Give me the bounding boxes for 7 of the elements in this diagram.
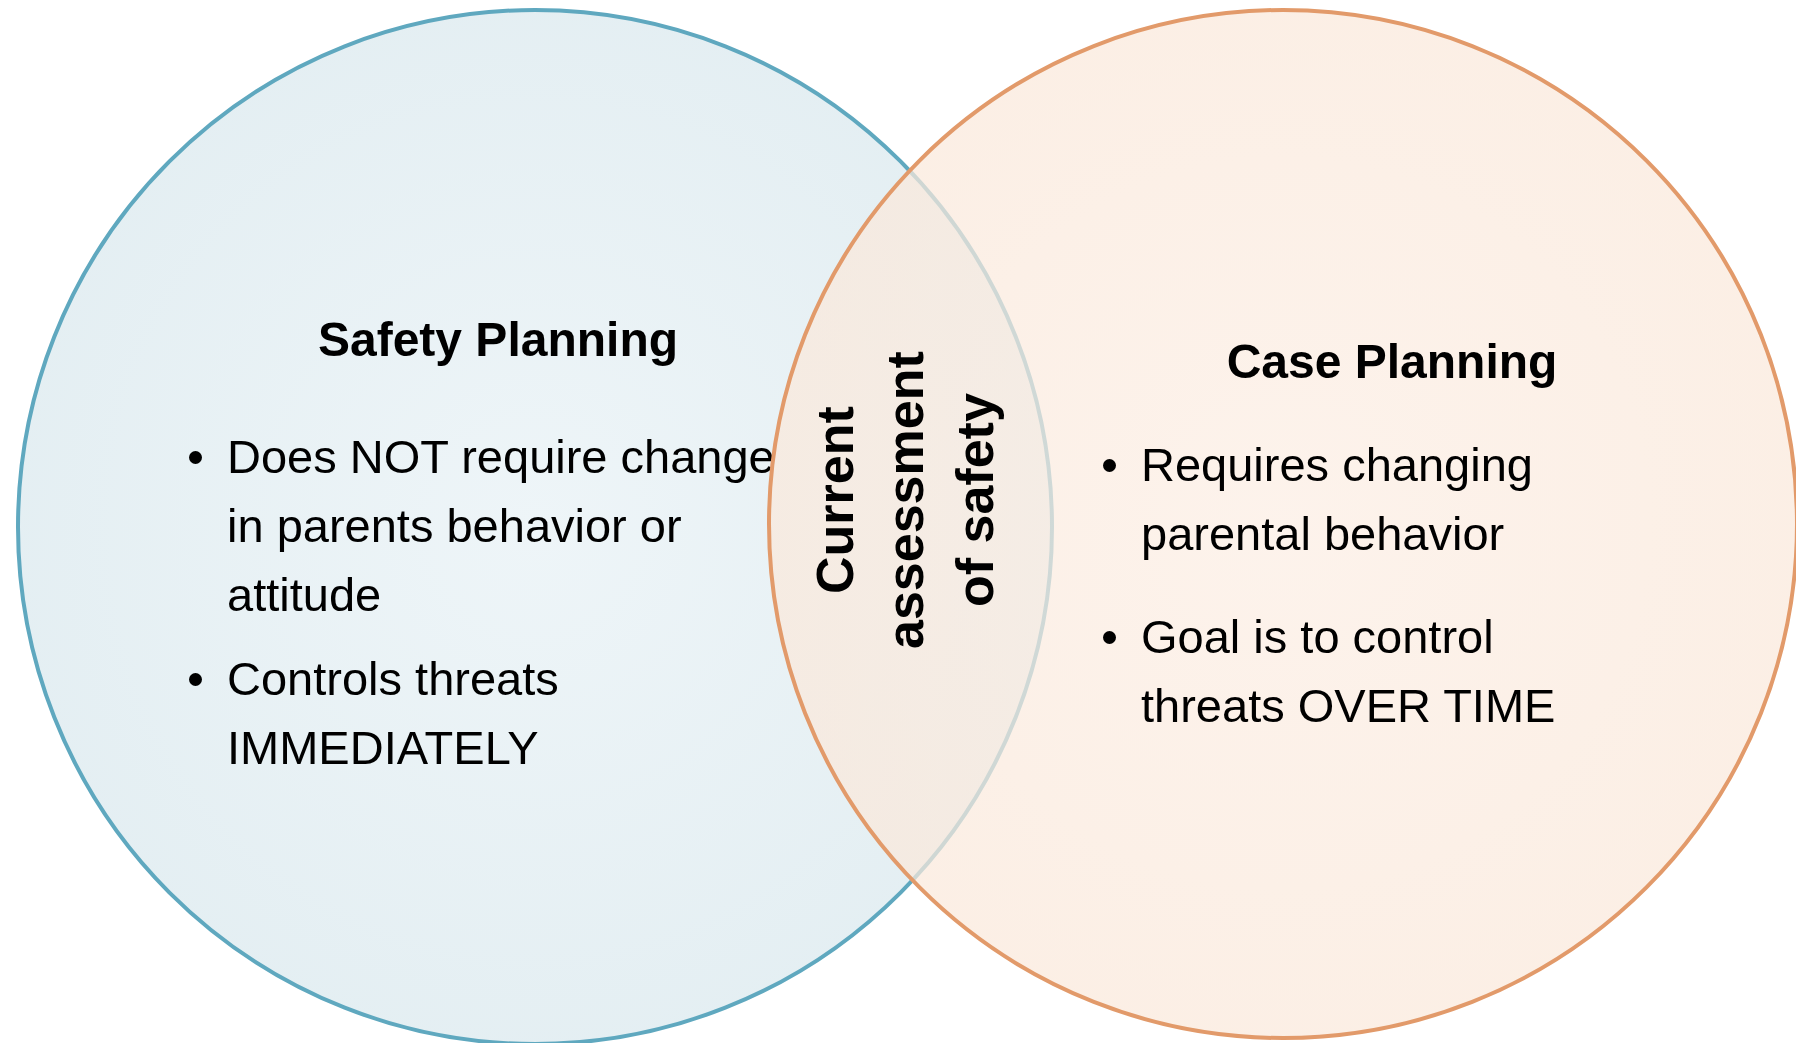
circle-heading: Safety Planning bbox=[317, 312, 679, 367]
overlap-label: Current assessment of safety bbox=[800, 330, 1015, 670]
bullet-text: Controls threats IMMEDIATELY bbox=[227, 651, 560, 776]
bullet-text: Requires changing parental behavior bbox=[1141, 437, 1534, 562]
bullet-text: Goal is to control threats OVER TIME bbox=[1141, 609, 1557, 734]
bullet-text: Does NOT require change in parents behavior or attitude bbox=[227, 429, 776, 623]
circle-heading: Case Planning bbox=[1226, 334, 1558, 389]
